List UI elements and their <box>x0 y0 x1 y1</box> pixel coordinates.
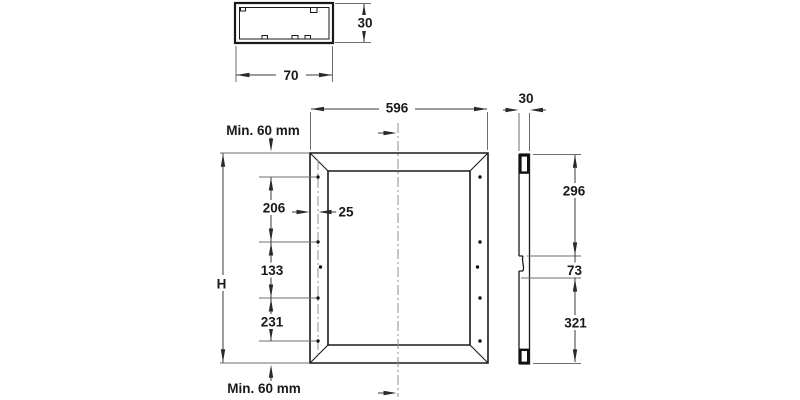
arrow-left-icon <box>236 72 250 78</box>
arrow-left-icon <box>311 106 324 112</box>
hole <box>478 296 482 300</box>
front-frame-view <box>309 123 489 397</box>
top-clearance-label: Min. 60 mm <box>226 123 300 138</box>
arrow-down-icon <box>572 349 578 363</box>
arrow-down-icon <box>361 29 367 43</box>
arrow-right-icon <box>296 209 310 215</box>
hole-spacing-label-3: 231 <box>261 314 284 329</box>
arrow-down-icon <box>268 228 274 242</box>
side-width-dimension: 30 <box>503 91 546 151</box>
hole-offset-dimension: 25 <box>292 204 354 219</box>
frame-height-label: H <box>217 276 227 291</box>
hole <box>478 240 482 244</box>
hole <box>318 265 323 269</box>
arrow-up-icon <box>268 364 274 378</box>
profile-groove-notches <box>240 7 318 39</box>
hole <box>316 175 320 179</box>
arrow-up-icon <box>268 177 274 191</box>
mounting-holes-right <box>475 175 482 343</box>
hole <box>475 265 480 269</box>
side-bottom-segment-label: 321 <box>564 315 587 330</box>
mounting-holes-left <box>316 175 323 343</box>
arrow-right-icon <box>505 107 519 113</box>
frame-inner-edge <box>327 170 471 346</box>
side-profile-outline <box>518 153 531 365</box>
arrow-up-icon <box>268 242 274 256</box>
profile-height-dimension: 30 <box>335 3 376 43</box>
arrow-left-icon <box>530 107 543 113</box>
arrow-down-icon <box>220 349 226 363</box>
arrow-up-icon <box>572 278 578 292</box>
hole <box>316 240 320 244</box>
hole <box>316 339 320 343</box>
side-width-label: 30 <box>518 91 533 106</box>
arrow-down-icon <box>572 242 578 256</box>
frame-width-label: 596 <box>386 100 409 115</box>
arrow-down-icon <box>268 138 274 152</box>
profile-width-dimension: 70 <box>235 46 333 83</box>
arrow-up-icon <box>220 153 226 167</box>
bottom-connector-clip <box>519 348 530 364</box>
arrow-right-icon <box>319 72 332 78</box>
arrow-up-icon <box>572 154 578 168</box>
top-connector-clip <box>519 154 530 174</box>
centerline-arrow-top-icon <box>383 130 397 136</box>
hole-spacing-label-1: 206 <box>263 200 286 215</box>
hole-offset-label: 25 <box>338 204 354 219</box>
profile-outer-wall <box>233 1 335 45</box>
arrow-down-icon <box>268 327 274 341</box>
side-middle-segment-label: 73 <box>567 263 583 278</box>
hole <box>478 175 482 179</box>
arrow-up-icon <box>361 3 367 17</box>
height-dimension: H <box>212 152 309 364</box>
frame-outer-edge <box>309 152 489 364</box>
arrow-up-icon <box>268 298 274 312</box>
side-top-segment-label: 296 <box>563 183 586 198</box>
miter-corner-joints <box>309 152 489 364</box>
profile-width-label: 70 <box>283 68 298 83</box>
profile-cross-section-view <box>233 1 335 45</box>
side-profile-view <box>518 153 531 365</box>
top-clearance-annotation: Min. 60 mm <box>226 123 300 152</box>
front-width-dimension: 596 <box>310 100 488 150</box>
hole-spacing-chain-dimension: 206 133 231 <box>256 176 316 342</box>
side-segment-dimensions: 296 73 321 <box>521 154 594 364</box>
hole-spacing-label-2: 133 <box>261 263 284 278</box>
hole <box>478 339 482 343</box>
arrow-right-icon <box>474 106 487 112</box>
hole <box>316 296 320 300</box>
profile-inner-wall <box>239 7 330 40</box>
centerline-arrow-bottom-icon <box>383 390 397 396</box>
arrow-left-icon <box>318 209 332 215</box>
arrow-down-icon <box>268 284 274 298</box>
bottom-clearance-label: Min. 60 mm <box>227 381 301 396</box>
bottom-clearance-annotation: Min. 60 mm <box>227 364 301 396</box>
profile-height-label: 30 <box>357 15 372 30</box>
